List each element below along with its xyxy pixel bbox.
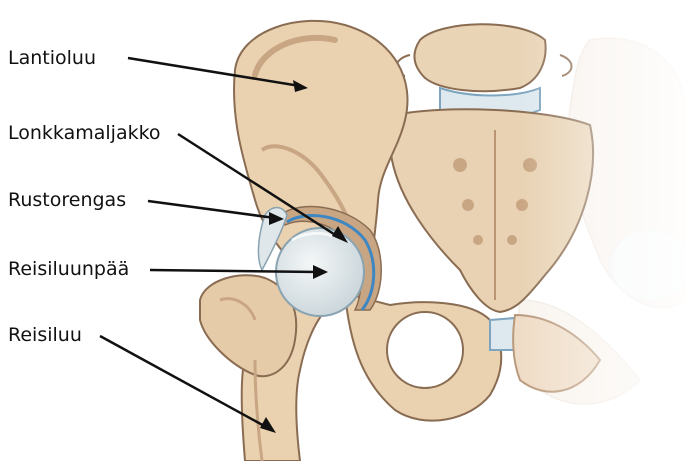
fade-overlay	[520, 0, 685, 461]
label-rustorengas: Rustorengas	[8, 189, 126, 211]
label-reisiluu: Reisiluu	[8, 324, 82, 346]
label-lantioluu: Lantioluu	[8, 47, 96, 69]
label-lonkkamaljakko: Lonkkamaljakko	[8, 122, 161, 144]
label-reisiluunpaa: Reisiluunpää	[8, 258, 129, 280]
